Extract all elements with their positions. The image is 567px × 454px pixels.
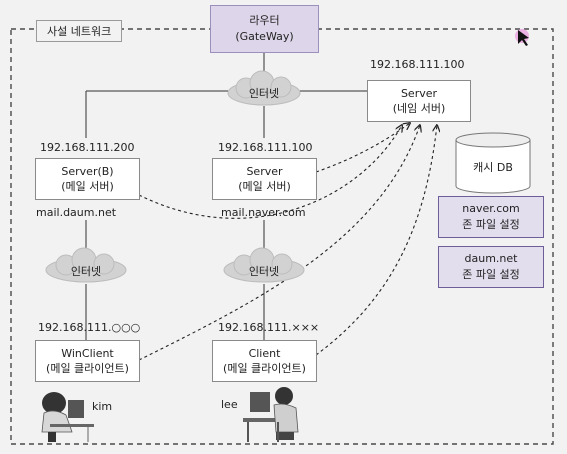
- win-client-title: WinClient: [61, 347, 114, 360]
- router-subtitle: (GateWay): [235, 30, 294, 43]
- dns-server-title: Server: [400, 87, 438, 100]
- dns-server-ip: 192.168.111.100: [370, 58, 465, 71]
- mail-server-a-domain: mail.naver.com: [221, 206, 306, 219]
- win-client-ip: 192.168.111.○○○: [38, 321, 141, 334]
- cursor-icon: [518, 30, 529, 46]
- dns-query-arrows: [138, 123, 437, 361]
- dns-server-box: Server (네임 서버): [367, 80, 471, 122]
- zone-label: 존 파일 설정: [462, 268, 520, 281]
- zone-label: 존 파일 설정: [462, 218, 520, 231]
- user-lee-label: lee: [221, 398, 238, 411]
- mail-server-b-title: Server(B): [61, 165, 114, 178]
- mail-server-a-box: Server (메일 서버): [212, 158, 317, 200]
- win-client-subtitle: (메일 클라이언트): [46, 362, 129, 375]
- zone-file-daum: daum.net 존 파일 설정: [438, 246, 544, 288]
- router-title: 라우터: [249, 14, 280, 27]
- mail-server-a-title: Server: [246, 165, 283, 178]
- client-box: Client (메일 클라이언트): [212, 340, 317, 382]
- internet-cloud-center: [223, 247, 305, 283]
- user-kim-illustration: [41, 392, 94, 442]
- private-network-label: 사설 네트워크: [36, 20, 123, 42]
- client-ip: 192.168.111.×××: [218, 321, 320, 334]
- mail-server-b-ip: 192.168.111.200: [40, 141, 135, 154]
- cache-db-label: 캐시 DB: [473, 161, 513, 174]
- internet-cloud-left: [45, 247, 127, 283]
- zone-domain: daum.net: [464, 252, 518, 265]
- mail-server-a-subtitle: (메일 서버): [238, 180, 291, 193]
- mail-server-b-subtitle: (메일 서버): [61, 180, 114, 193]
- internet-label-top: 인터넷: [248, 87, 280, 100]
- mail-server-b-box: Server(B) (메일 서버): [35, 158, 140, 200]
- mail-server-a-ip: 192.168.111.100: [218, 141, 313, 154]
- mail-server-b-domain: mail.daum.net: [36, 206, 117, 219]
- client-title: Client: [248, 347, 281, 360]
- internet-label-center: 인터넷: [248, 265, 280, 278]
- router-gateway-box: 라우터 (GateWay): [210, 5, 319, 53]
- user-lee-illustration: [243, 387, 299, 442]
- internet-cloud-top: [227, 70, 301, 106]
- win-client-box: WinClient (메일 클라이언트): [35, 340, 140, 382]
- dns-server-subtitle: (네임 서버): [392, 102, 446, 115]
- cache-db-cylinder: [455, 132, 531, 194]
- client-subtitle: (메일 클라이언트): [223, 362, 306, 375]
- zone-file-naver: naver.com 존 파일 설정: [438, 196, 544, 238]
- zone-domain: naver.com: [462, 202, 520, 215]
- user-kim-label: kim: [92, 400, 113, 413]
- internet-label-left: 인터넷: [70, 265, 102, 278]
